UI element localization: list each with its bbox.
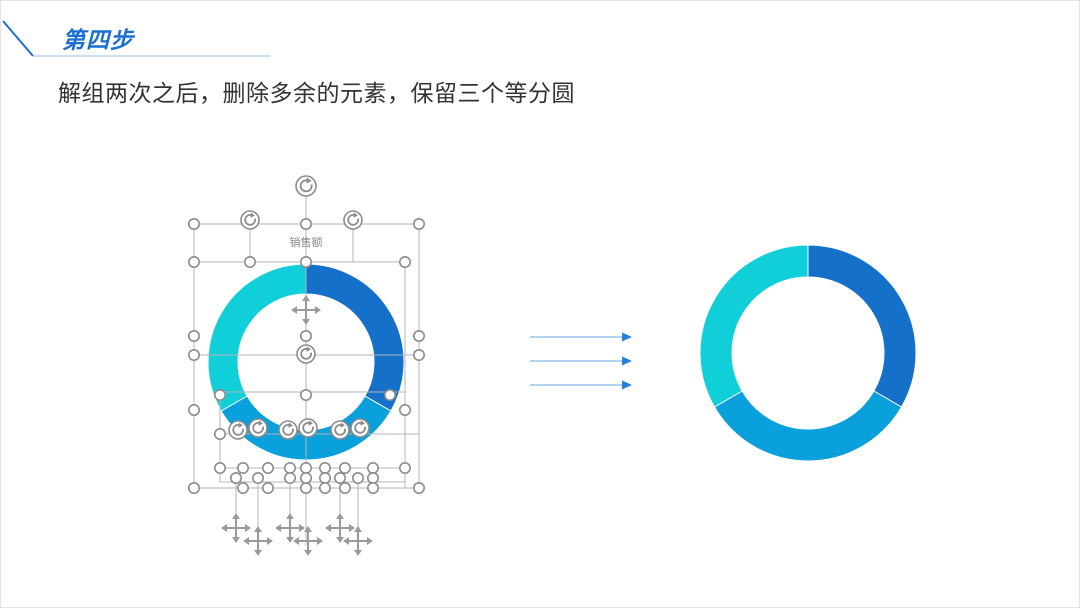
rotate-icon[interactable] (295, 175, 317, 197)
resize-handle[interactable] (398, 255, 411, 268)
resize-handle[interactable] (299, 329, 312, 342)
right-donut-segment-2 (713, 390, 903, 462)
resize-handle[interactable] (261, 461, 274, 474)
resize-handle[interactable] (188, 348, 201, 361)
rotate-icon[interactable] (240, 210, 260, 230)
left-donut-segment-3 (207, 263, 307, 412)
resize-handle[interactable] (188, 481, 201, 494)
resize-handle[interactable] (214, 388, 227, 401)
left-donut-chart[interactable] (207, 263, 405, 461)
rotate-icon[interactable] (296, 344, 316, 364)
arrow-head-1-icon (622, 332, 632, 342)
resize-handle[interactable] (188, 403, 201, 416)
right-donut-chart (699, 244, 917, 462)
resize-handle[interactable] (412, 348, 425, 361)
resize-handle[interactable] (318, 471, 331, 484)
resize-handle[interactable] (366, 461, 379, 474)
right-donut-segment-3 (699, 244, 809, 408)
resize-handle[interactable] (230, 471, 243, 484)
resize-handle[interactable] (412, 218, 425, 231)
resize-handle[interactable] (318, 481, 331, 494)
rotate-icon[interactable] (248, 418, 268, 438)
resize-handle[interactable] (366, 481, 379, 494)
move-icon[interactable] (343, 526, 373, 556)
resize-handle[interactable] (214, 461, 227, 474)
move-icon[interactable] (275, 513, 305, 543)
move-icon[interactable] (293, 526, 323, 556)
resize-handle[interactable] (283, 471, 296, 484)
resize-handle[interactable] (398, 403, 411, 416)
resize-handle[interactable] (283, 461, 296, 474)
rotation-handles[interactable] (228, 175, 370, 440)
resize-handle[interactable] (351, 471, 364, 484)
resize-handle[interactable] (366, 471, 379, 484)
resize-handle[interactable] (383, 388, 396, 401)
resize-handle[interactable] (318, 461, 331, 474)
resize-handle[interactable] (412, 329, 425, 342)
transition-arrows (530, 332, 632, 390)
resize-handle[interactable] (237, 461, 250, 474)
rotate-icon[interactable] (298, 418, 318, 438)
resize-handle[interactable] (299, 388, 312, 401)
move-icon[interactable] (325, 513, 355, 543)
resize-handle[interactable] (299, 481, 312, 494)
rotate-icon[interactable] (343, 210, 363, 230)
rotate-icon[interactable] (278, 420, 298, 440)
move-icon[interactable] (291, 295, 321, 325)
resize-handle[interactable] (244, 255, 257, 268)
left-donut-segment-1 (305, 263, 405, 412)
resize-handle[interactable] (188, 218, 201, 231)
resize-handle[interactable] (398, 461, 411, 474)
header-accent-line (2, 20, 34, 57)
data-label: 销售额 (290, 235, 323, 249)
move-icons[interactable] (221, 295, 373, 556)
step-title: 第四步 (62, 28, 134, 54)
resize-handle[interactable] (333, 471, 346, 484)
move-icon[interactable] (221, 513, 251, 543)
resize-handle[interactable] (338, 461, 351, 474)
rotate-icon[interactable] (350, 418, 370, 438)
resize-handle[interactable] (188, 255, 201, 268)
resize-handle[interactable] (237, 481, 250, 494)
resize-handle[interactable] (252, 471, 265, 484)
selection-handles[interactable] (188, 218, 425, 494)
resize-handle[interactable] (412, 481, 425, 494)
arrow-head-2-icon (622, 356, 632, 366)
resize-handle[interactable] (188, 329, 201, 342)
arrow-head-3-icon (622, 380, 632, 390)
resize-handle[interactable] (338, 481, 351, 494)
move-icon[interactable] (243, 526, 273, 556)
resize-handle[interactable] (299, 218, 312, 231)
rotate-icon[interactable] (330, 420, 350, 440)
resize-handle[interactable] (299, 461, 312, 474)
resize-handle[interactable] (299, 471, 312, 484)
rotate-icon[interactable] (228, 420, 248, 440)
right-donut-segment-1 (807, 244, 917, 408)
resize-handle[interactable] (261, 481, 274, 494)
resize-handle[interactable] (214, 427, 227, 440)
subtitle: 解组两次之后，删除多余的元素，保留三个等分圆 (58, 81, 575, 107)
resize-handle[interactable] (299, 255, 312, 268)
